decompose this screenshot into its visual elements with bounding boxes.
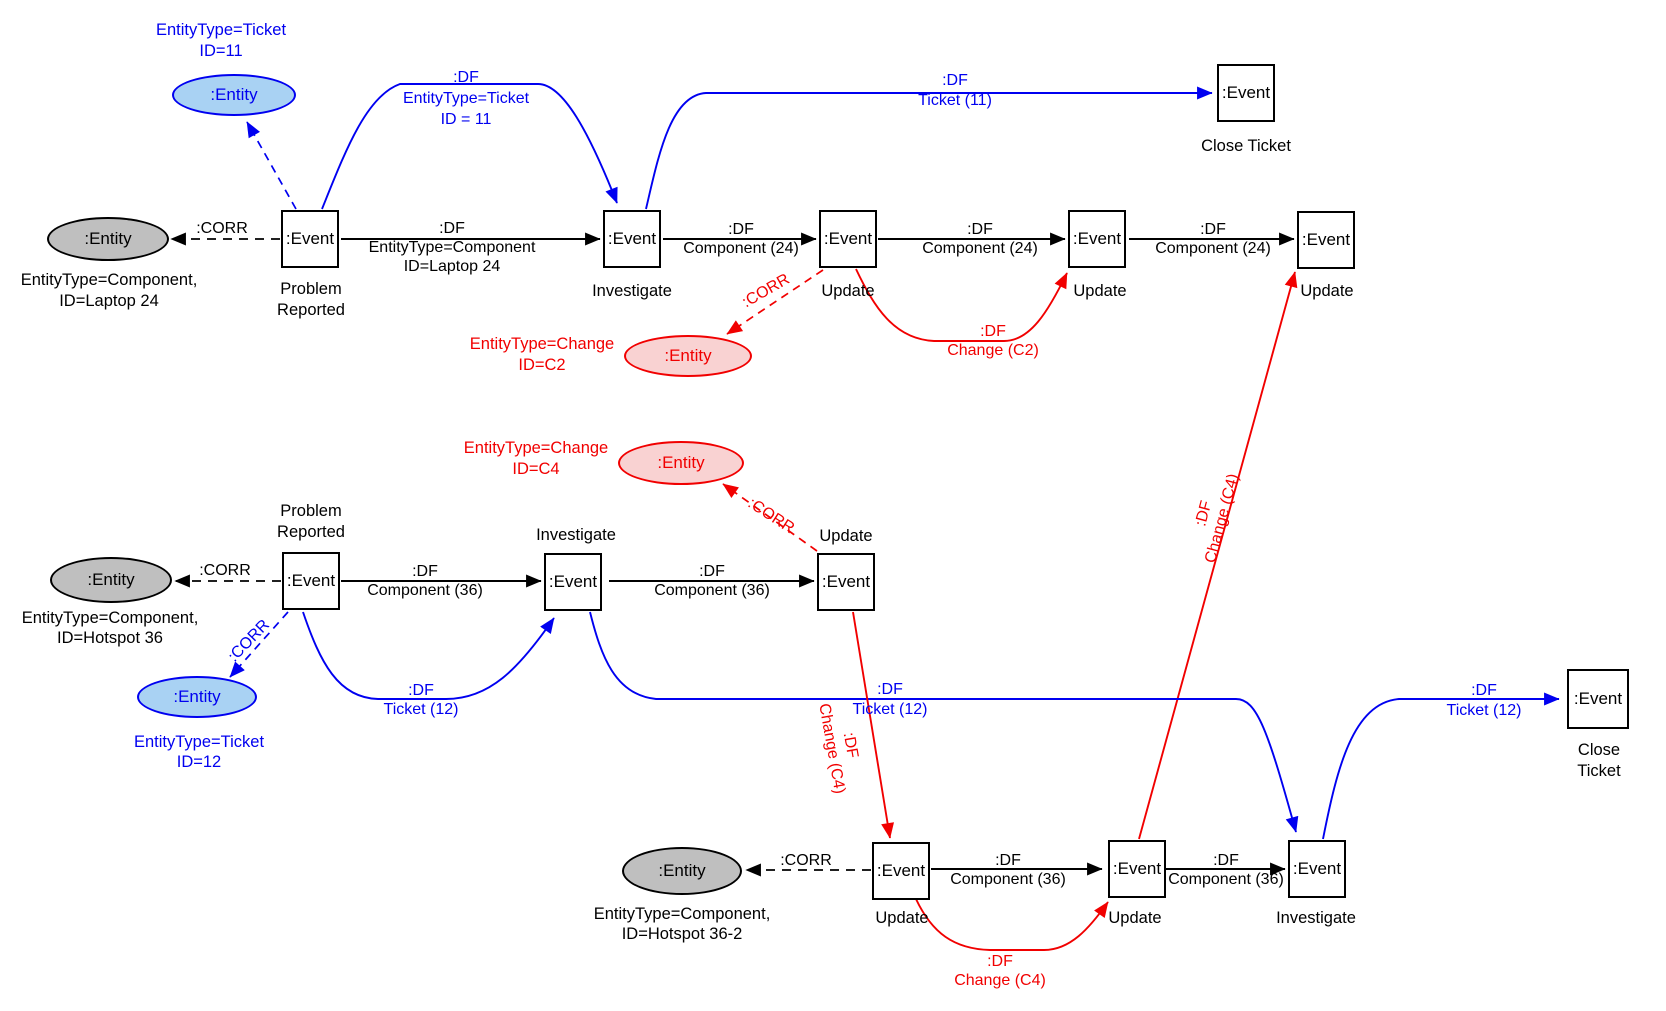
event-node-update-top-3: :Event	[1297, 211, 1355, 269]
edge-label-df-component36-1: :DF Component (36)	[367, 563, 483, 599]
event-node-problem-reported-mid: :Event	[282, 552, 340, 610]
event-caption-investigate-top: Investigate	[592, 282, 672, 300]
entity-node-change-c2: :Entity	[624, 335, 752, 377]
edge-label-corr-hotspot36: :CORR	[199, 562, 251, 579]
event-node-update-top-1: :Event	[819, 210, 877, 268]
entity-node-hotspot-36: :Entity	[50, 557, 172, 603]
edge-corr-change-c2	[726, 269, 824, 335]
event-node-update-bottom-2: :Event	[1108, 840, 1166, 898]
edge-label-df-ticket11-entry: :DF EntityType=Ticket ID = 11	[402, 69, 530, 128]
edge-label-df-component36-2: :DF Component (36)	[654, 563, 770, 599]
edge-df-ticket12-entry	[302, 611, 555, 700]
event-node-update-top-2: :Event	[1068, 210, 1126, 268]
event-node-problem-reported-top: :Event	[281, 210, 339, 268]
entity-annotation-hotspot-36-2: EntityType=Component, ID=Hotspot 36-2	[593, 905, 771, 943]
edge-label-df-component24-4: :DF Component (24)	[1155, 221, 1271, 257]
event-node-investigate-bottom: :Event	[1288, 840, 1346, 898]
event-caption-update-top-1: Update	[821, 282, 875, 300]
entity-annotation-change-c4: EntityType=Change ID=C4	[463, 439, 609, 478]
event-caption-close-ticket-bottom: Close Ticket	[1577, 741, 1621, 780]
event-caption-problem-reported-mid: Problem Reported	[277, 502, 345, 541]
edge-df-ticket11-close	[645, 86, 1213, 210]
edge-label-corr-laptop24: :CORR	[196, 220, 248, 237]
edge-label-df-ticket11-close: :DF Ticket (11)	[918, 72, 992, 109]
entity-annotation-hotspot-36: EntityType=Component, ID=Hotspot 36	[21, 609, 199, 647]
event-caption-close-ticket-top: Close Ticket	[1201, 137, 1291, 155]
entity-annotation-laptop-24: EntityType=Component, ID=Laptop 24	[20, 271, 198, 310]
event-caption-investigate-bottom: Investigate	[1276, 909, 1356, 927]
event-node-update-mid: :Event	[817, 553, 875, 611]
event-caption-update-top-3: Update	[1300, 282, 1354, 300]
edge-df-change-c4-up	[1138, 271, 1298, 840]
entity-node-change-c4: :Entity	[618, 441, 744, 485]
edge-label-df-ticket12-long: :DF Ticket (12)	[852, 681, 928, 718]
entity-annotation-ticket-11: EntityType=Ticket ID=11	[155, 21, 287, 60]
entity-node-hotspot-36-2: :Entity	[622, 847, 742, 895]
event-node-close-ticket-top: :Event	[1217, 64, 1275, 122]
event-caption-update-bottom-1: Update	[875, 909, 929, 927]
event-node-update-bottom-1: :Event	[872, 842, 930, 900]
edge-label-df-component36-3: :DF Component (36)	[950, 852, 1066, 888]
edge-label-df-component36-4: :DF Component (36)	[1168, 852, 1284, 888]
edge-df-change-c2	[855, 268, 1068, 342]
edge-df-ticket11-entry	[321, 83, 618, 210]
edge-label-corr-hotspot36-2: :CORR	[780, 852, 832, 869]
edge-df-ticket12-long	[589, 611, 1299, 833]
edge-corr-change-c4	[722, 483, 818, 552]
edge-corr-ticket12	[229, 611, 289, 678]
edge-label-df-change-c4-bottom: :DF Change (C4)	[954, 953, 1046, 989]
event-caption-update-bottom-2: Update	[1108, 909, 1162, 927]
edge-df-change-c4-down	[852, 611, 894, 839]
event-caption-investigate-mid: Investigate	[536, 526, 616, 544]
edge-corr-ticket11	[246, 121, 297, 210]
edge-label-df-change-c2: :DF Change (C2)	[947, 323, 1039, 359]
event-caption-update-mid: Update	[819, 527, 873, 545]
edge-df-change-c4-bottom	[915, 898, 1109, 951]
event-node-close-ticket-bottom: :Event	[1567, 669, 1629, 729]
edge-label-df-component24-2: :DF Component (24)	[683, 221, 799, 257]
entity-node-ticket-11: :Entity	[172, 74, 296, 116]
entity-annotation-ticket-12: EntityType=Ticket ID=12	[133, 733, 265, 771]
edge-df-ticket12-close	[1322, 692, 1560, 840]
entity-node-ticket-12: :Entity	[137, 676, 257, 718]
edge-label-df-ticket12-close: :DF Ticket (12)	[1446, 682, 1522, 719]
entity-annotation-change-c2: EntityType=Change ID=C2	[469, 335, 615, 374]
event-node-investigate-top: :Event	[603, 210, 661, 268]
event-caption-problem-reported-top: Problem Reported	[277, 280, 345, 319]
event-caption-update-top-2: Update	[1073, 282, 1127, 300]
event-node-investigate-mid: :Event	[544, 553, 602, 611]
edge-label-df-ticket12-entry: :DF Ticket (12)	[383, 682, 459, 718]
edge-label-df-component24-entry: :DF EntityType=Component ID=Laptop 24	[368, 220, 536, 275]
edge-label-df-component24-3: :DF Component (24)	[922, 221, 1038, 257]
entity-node-laptop-24: :Entity	[47, 217, 169, 261]
